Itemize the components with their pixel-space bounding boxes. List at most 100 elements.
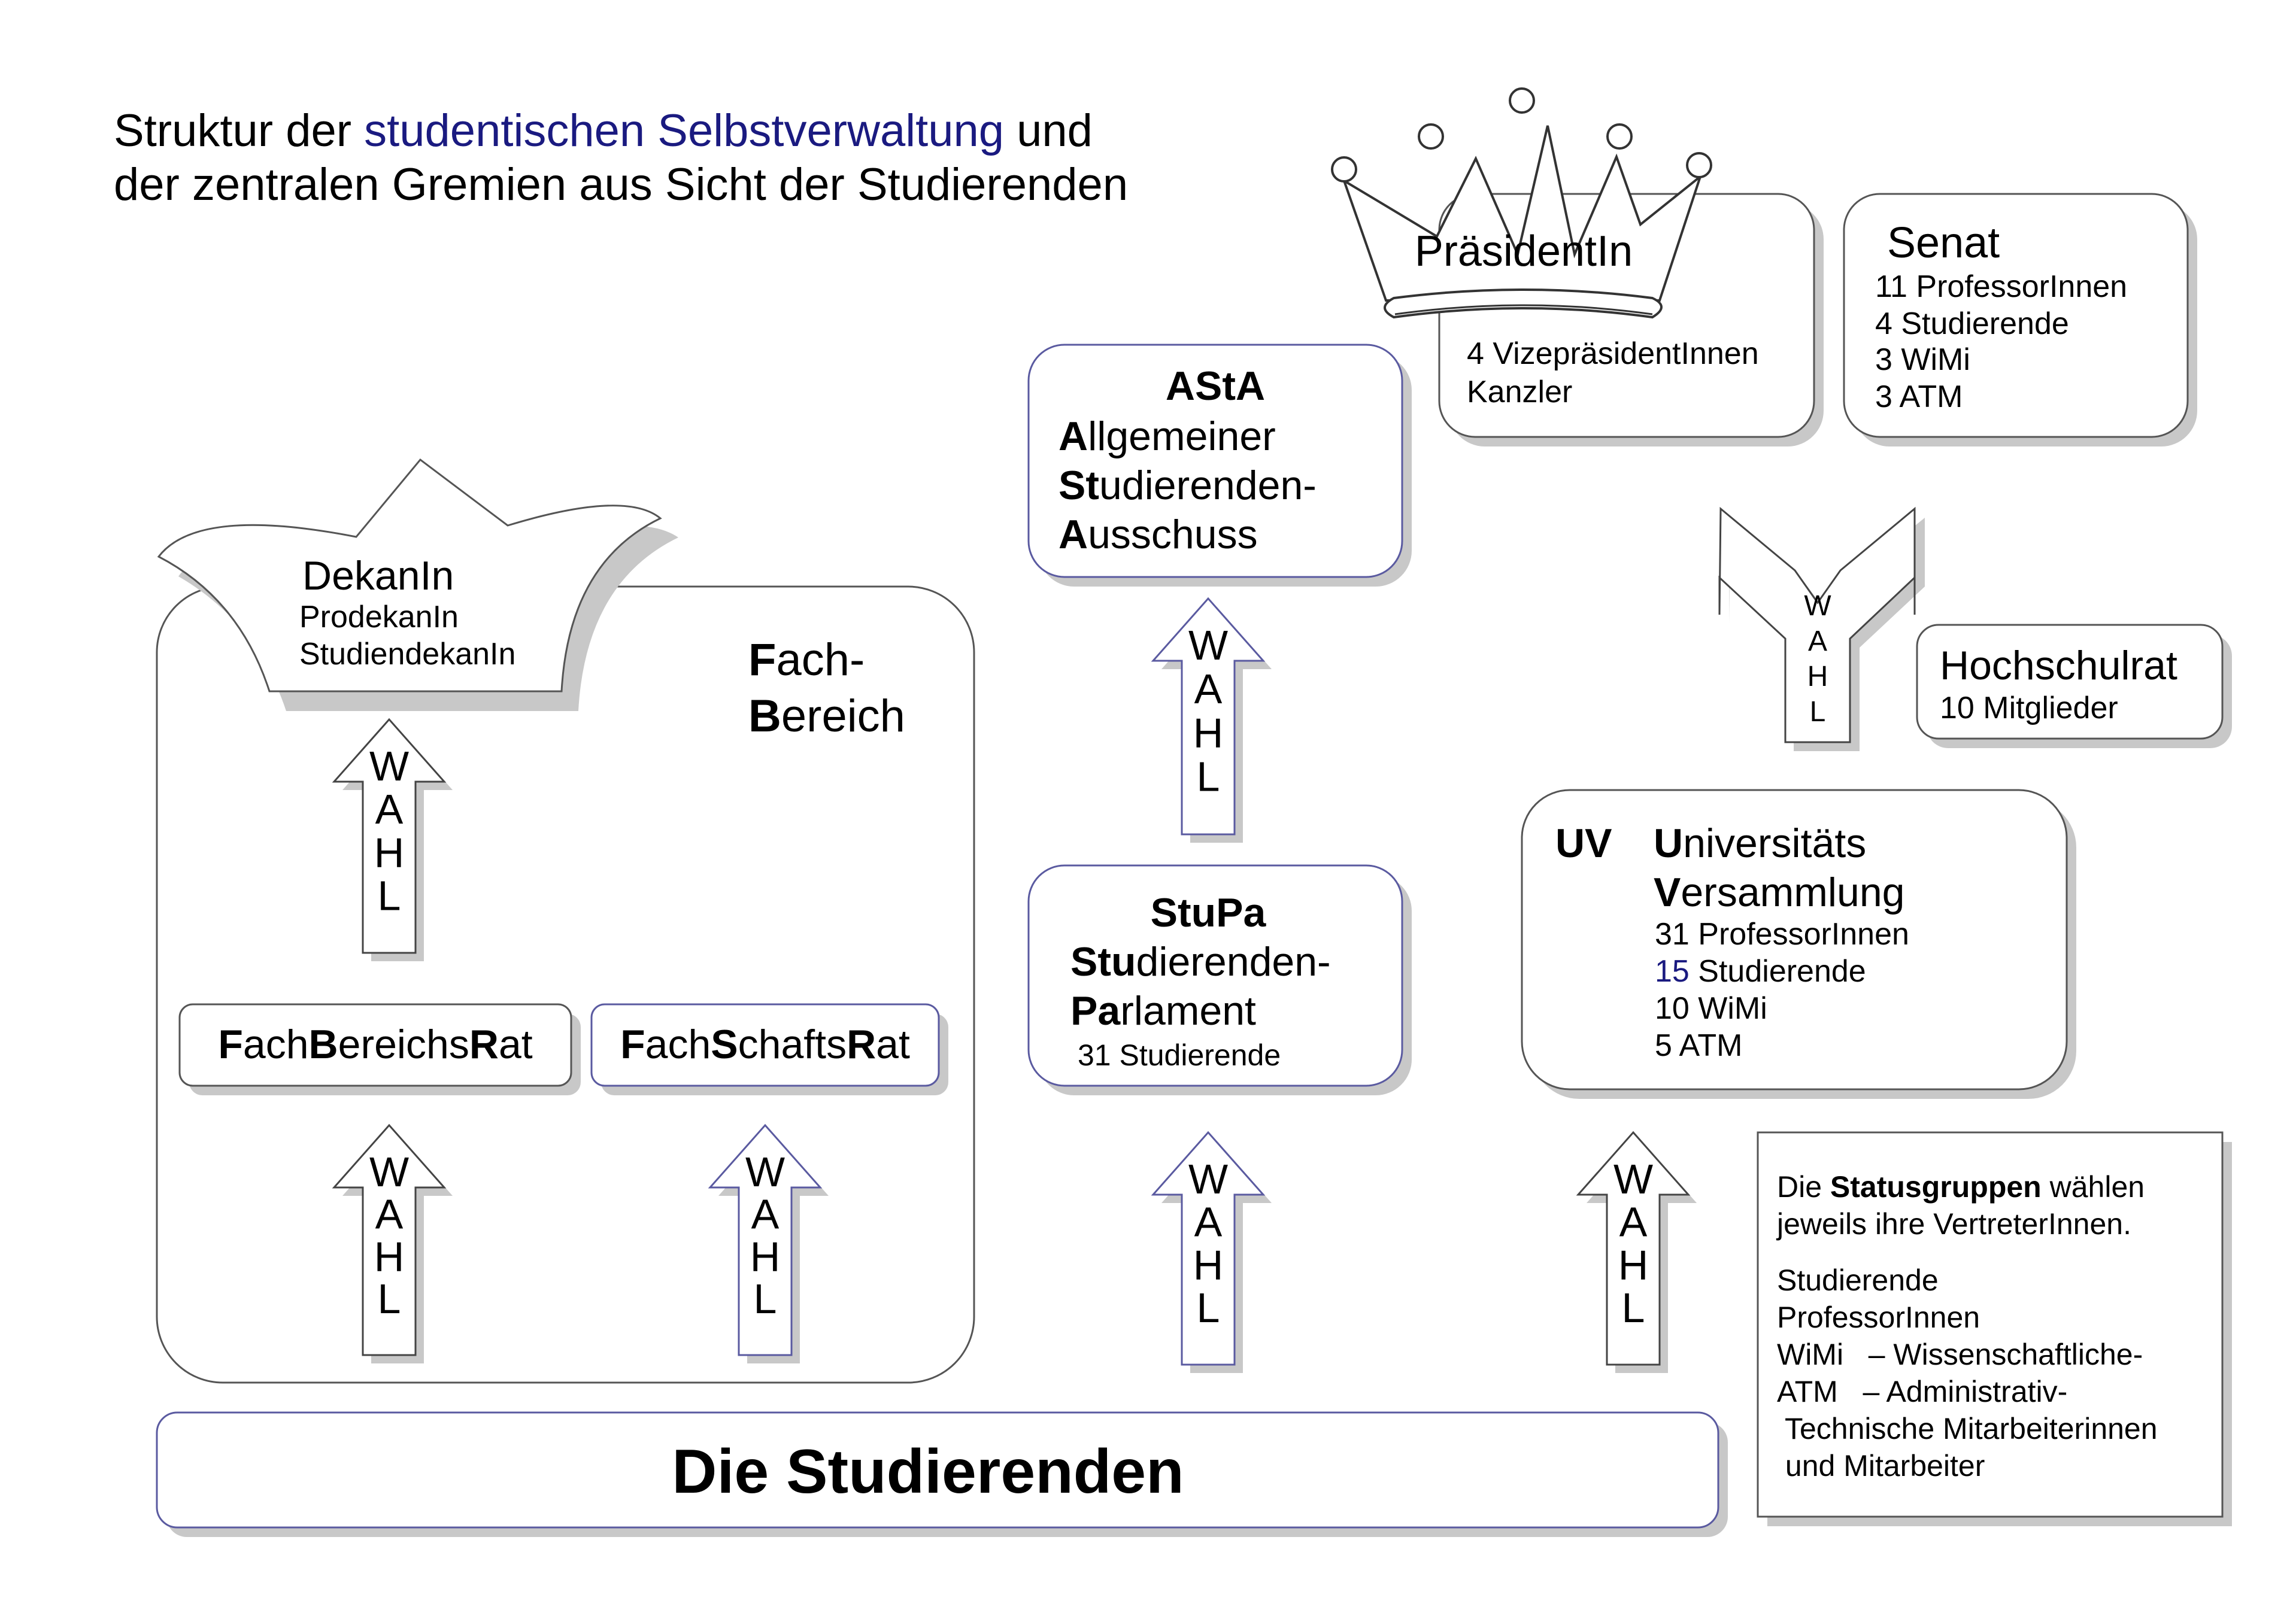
wahl-arrow-dekan-letter-a: A: [375, 786, 404, 833]
dekan-hat: DekanIn ProdekanIn StudiendekanIn: [157, 458, 678, 711]
wahl-arrow-dekan-letter-w: W: [369, 743, 409, 789]
title-part2: und: [1004, 105, 1093, 156]
senat-member-1: 11 ProfessorInnen: [1875, 269, 2127, 304]
wahl-arrow-fbr-letter-h: H: [374, 1233, 405, 1280]
wahl-arrow-fbr-letter-a: A: [375, 1191, 404, 1238]
wahl-arrow-uv-letter-w: W: [1613, 1156, 1653, 1202]
hochschulrat-title: Hochschulrat: [1940, 643, 2177, 688]
fork-wahl-a: A: [1808, 625, 1827, 657]
asta-line3: Ausschuss: [1058, 512, 1258, 557]
title-line2: der zentralen Gremien aus Sicht der Stud…: [114, 159, 1128, 210]
wahl-arrow-fbr-shape: [332, 1123, 447, 1356]
fachbereichsrat-box: FachBereichsRat: [178, 1003, 581, 1095]
praesident-line2: Kanzler: [1467, 375, 1572, 409]
dekan-line1: ProdekanIn: [299, 600, 459, 634]
asta-abbr: AStA: [1166, 363, 1265, 409]
wahl-arrow-asta-shape: [1151, 597, 1266, 836]
legend-line2: jeweils ihre VertreterInnen.: [1776, 1207, 2131, 1241]
uv-member-1: 31 ProfessorInnen: [1655, 917, 1909, 952]
legend-item-6: und Mitarbeiter: [1777, 1449, 1985, 1483]
wahl-arrow-stupa-letter-w: W: [1188, 1156, 1228, 1202]
svg-text:Struktur der studentischen Sel: Struktur der studentischen Selbstverwalt…: [114, 105, 1093, 156]
wahl-arrow-stupa-shape: [1151, 1131, 1266, 1366]
uv-abbr: UV: [1555, 821, 1612, 866]
uv-member-3: 10 WiMi: [1655, 991, 1767, 1026]
fachbereichsrat-label: FachBereichsRat: [218, 1022, 532, 1067]
senat-member-3: 3 WiMi: [1875, 342, 1970, 377]
asta-line2: Studierenden-: [1058, 463, 1317, 508]
asta-line1: Allgemeiner: [1058, 414, 1276, 459]
studierende-label: Die Studierenden: [672, 1437, 1184, 1506]
wahl-arrow-asta-letter-a: A: [1194, 666, 1223, 712]
wahl-arrow-fsr-letter-l: L: [754, 1275, 777, 1322]
crown-icon: PräsidentIn: [1331, 87, 1712, 319]
praesident-title: PräsidentIn: [1415, 227, 1633, 275]
fachschaftsrat-box: FachSchaftsRat: [590, 1003, 948, 1095]
wahl-arrow-fsr-letter-h: H: [750, 1233, 781, 1280]
fork-wahl-w: W: [1804, 590, 1831, 622]
page-title: Struktur der studentischen Selbstverwalt…: [114, 105, 1128, 210]
wahl-arrow-dekan-letter-l: L: [378, 873, 401, 919]
uv-line1: Universitäts: [1654, 821, 1866, 866]
stupa-abbr: StuPa: [1151, 890, 1267, 935]
fachbereich-label-line2: Bereich: [748, 691, 905, 742]
legend-item-4: ATM – Administrativ-: [1777, 1375, 2067, 1408]
wahl-arrow-dekan-shape: [332, 718, 447, 954]
fork-wahl-l: L: [1810, 696, 1826, 728]
wahl-arrow-stupa-letter-l: L: [1197, 1284, 1220, 1331]
wahl-arrow-fsr-shape: [708, 1123, 823, 1356]
legend-item-3: WiMi – Wissenschaftliche-: [1777, 1338, 2143, 1371]
legend-box: Die Statusgruppen wählen jeweils ihre Ve…: [1757, 1131, 2232, 1526]
title-part1: Struktur der: [114, 105, 364, 156]
praesident-line1: 4 VizepräsidentInnen: [1467, 336, 1759, 371]
fachbereich-label-line1: Fach-: [748, 634, 865, 685]
wahl-arrow-fbr-letter-l: L: [378, 1275, 401, 1322]
stupa-line1: Studierenden-: [1070, 939, 1331, 985]
senat-title: Senat: [1887, 219, 2000, 267]
wahl-arrow-fsr-letter-w: W: [745, 1149, 785, 1195]
hochschulrat-box: Hochschulrat 10 Mitglieder: [1916, 624, 2232, 748]
wahl-arrow-uv-letter-a: A: [1619, 1199, 1648, 1246]
wahl-arrow-stupa-letter-a: A: [1194, 1199, 1223, 1246]
legend-line1: Die Statusgruppen wählen: [1777, 1170, 2145, 1204]
wahl-arrow-stupa-letter-h: H: [1193, 1241, 1224, 1288]
wahl-arrow-uv-letter-h: H: [1618, 1241, 1649, 1288]
senat-member-2: 4 Studierende: [1875, 306, 2069, 341]
senat-member-4: 3 ATM: [1875, 379, 1963, 414]
fork-wahl-h: H: [1807, 661, 1828, 692]
asta-box: AStA Allgemeiner Studierenden- Ausschuss: [1027, 344, 1412, 587]
legend-item-2: ProfessorInnen: [1777, 1301, 1980, 1334]
legend-item-5: Technische Mitarbeiterinnen: [1777, 1412, 2158, 1445]
wahl-arrow-fsr-letter-a: A: [751, 1191, 780, 1238]
uv-line2: Versammlung: [1654, 870, 1905, 915]
studierende-base: Die Studierenden: [156, 1411, 1728, 1537]
wahl-arrow-fbr-letter-w: W: [369, 1149, 409, 1195]
uv-box: UV Universitäts Versammlung 31 Professor…: [1521, 789, 2076, 1099]
wahl-arrow-uv-letter-l: L: [1622, 1284, 1645, 1331]
uv-member-2: 15 Studierende: [1655, 954, 1866, 989]
stupa-box: StuPa Studierenden- Parlament 31 Studier…: [1027, 864, 1412, 1095]
wahl-arrow-dekan-letter-h: H: [374, 829, 405, 876]
stupa-members: 31 Studierende: [1078, 1038, 1281, 1072]
wahl-arrow-asta-letter-h: H: [1193, 709, 1224, 756]
dekan-line2: StudiendekanIn: [299, 637, 515, 672]
wahl-arrow-uv-shape: [1576, 1131, 1691, 1366]
wahl-arrow-asta-letter-l: L: [1197, 754, 1220, 800]
dekan-title: DekanIn: [302, 553, 454, 599]
fork-arrow: W A H L: [1718, 506, 1925, 751]
fachschaftsrat-label: FachSchaftsRat: [620, 1022, 910, 1067]
senat-box: Senat 11 ProfessorInnen 4 Studierende 3 …: [1843, 193, 2197, 446]
legend-item-1: Studierende: [1777, 1263, 1939, 1297]
stupa-line2: Parlament: [1070, 988, 1256, 1034]
uv-member-4: 5 ATM: [1655, 1028, 1742, 1063]
wahl-arrow-asta-letter-w: W: [1188, 622, 1228, 669]
title-highlight: studentischen Selbstverwaltung: [364, 105, 1004, 156]
